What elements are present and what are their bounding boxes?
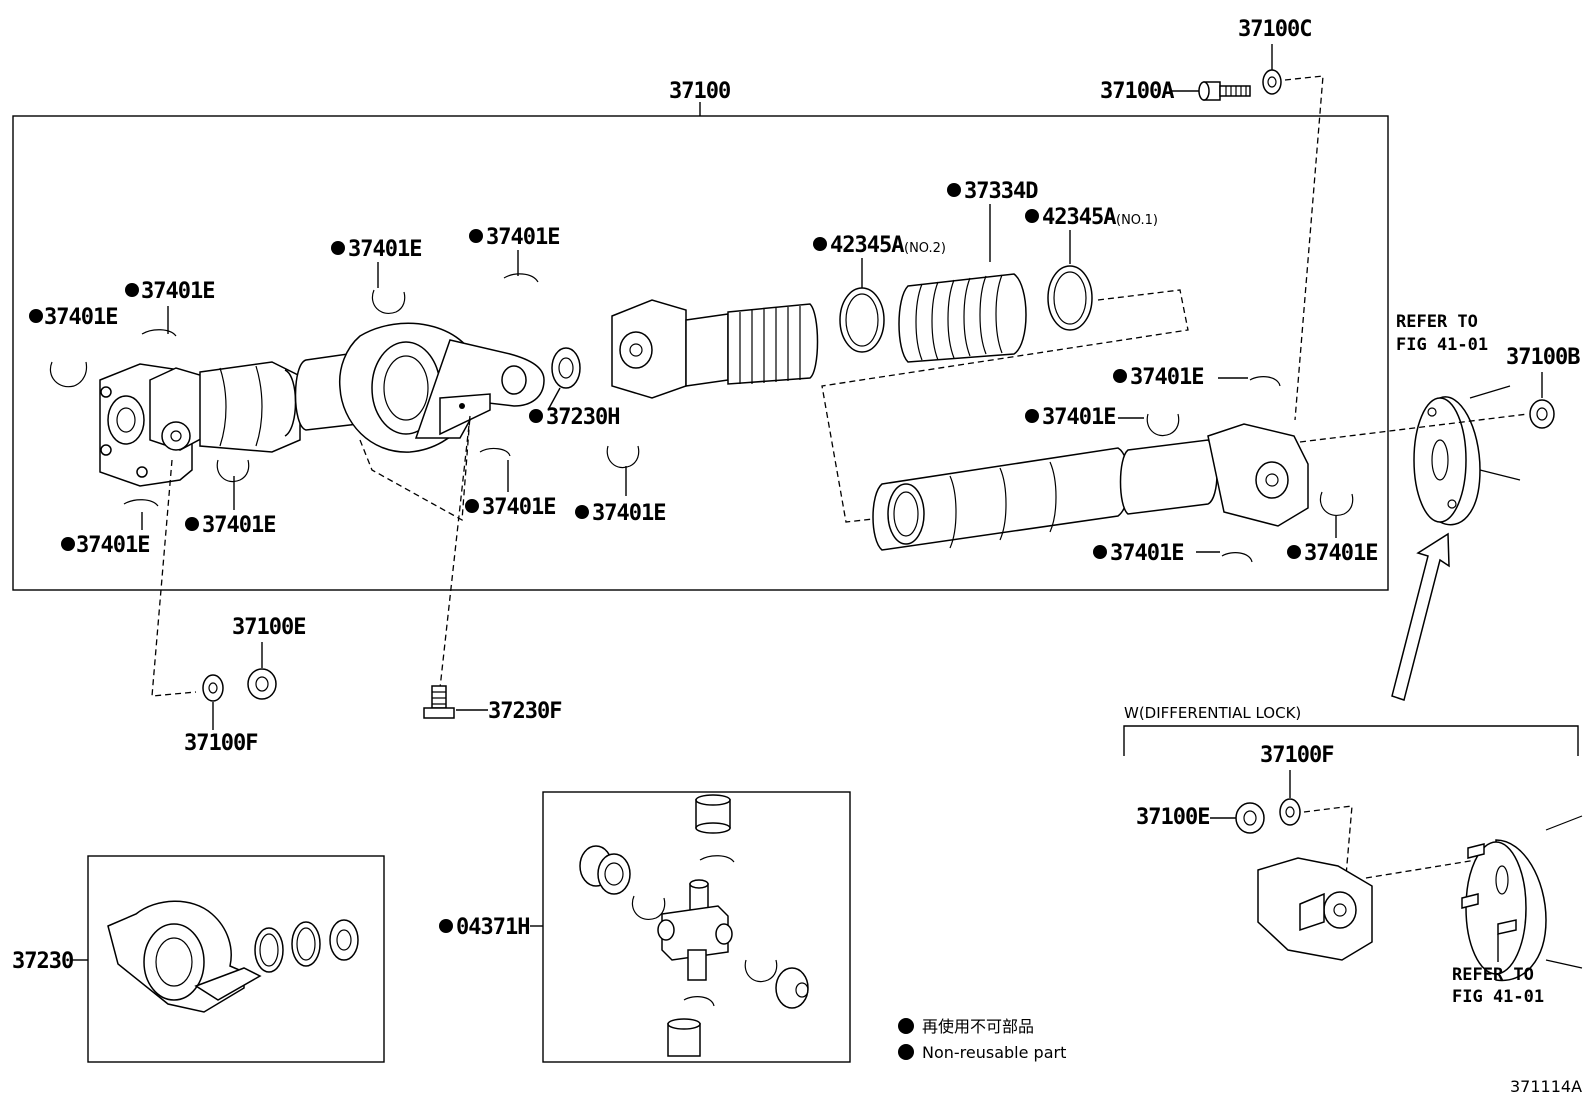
bearing-cup-top [695,794,731,834]
callout-37401E-e[interactable]: 37401E [76,533,150,558]
rear-shaft-tube [872,423,1309,551]
differential-flange [1413,385,1521,526]
boot-clamp-no2 [839,287,885,353]
rear-yoke-diff [1257,857,1373,961]
refer-fig-bottom-line2: FIG 41-01 [1452,987,1544,1007]
dust-boot [898,273,1027,363]
bearing-cup-right [775,967,809,1009]
callout-04371H[interactable]: 04371H [456,915,530,940]
refer-fig-top-line1: REFER TO [1396,312,1478,332]
arrow-to-differential [1391,532,1450,701]
callout-37334D[interactable]: 37334D [964,179,1039,204]
callout-37230H[interactable]: 37230H [546,405,620,430]
washer-37100F-diff [1279,798,1301,826]
center-bearing-shaft [294,322,545,453]
bearing-ring-2 [291,921,321,967]
bolt-37230F [423,685,455,719]
callout-37401E-k[interactable]: 37401E [1110,541,1184,566]
nut-37100E [247,668,277,700]
callout-37401E-j[interactable]: 37401E [1042,405,1116,430]
bearing-cushion [329,919,359,961]
callout-37401E-g[interactable]: 37401E [482,495,556,520]
callout-42345A-no2[interactable]: 42345A [830,233,905,258]
callout-37100B[interactable]: 37100B [1506,345,1581,370]
legend-jp: 再使用不可部品 [922,1017,1034,1036]
callout-37401E-f[interactable]: 37401E [202,513,276,538]
front-flange-yoke [99,361,301,487]
callout-37100E[interactable]: 37100E [232,615,306,640]
callout-37401E-h[interactable]: 37401E [592,501,666,526]
callout-37401E-c[interactable]: 37401E [348,237,422,262]
callout-42345A-no1-sub: (NO.1) [1116,213,1158,228]
bearing-ring-1 [254,927,284,973]
center-support-bearing [107,900,262,1013]
slip-yoke-spline [611,299,819,399]
refer-fig-bottom-line1: REFER TO [1452,965,1534,985]
callout-42345A-no1[interactable]: 42345A [1042,205,1117,230]
callout-37401E-i[interactable]: 37401E [1130,365,1204,390]
callout-37401E-b[interactable]: 37401E [141,279,215,304]
bearing-cup-left [579,845,631,895]
spider-snap-rings [631,855,778,1007]
callout-37100F[interactable]: 37100F [184,731,258,756]
figure-id: 371114A [1510,1077,1582,1096]
assembly-part-number: 37100 [669,79,730,104]
callout-37230F[interactable]: 37230F [488,699,562,724]
refer-fig-top-line2: FIG 41-01 [1396,335,1488,355]
callout-37100F-diff[interactable]: 37100F [1260,743,1334,768]
washer-37100C [1262,69,1282,95]
diff-flange-lock [1461,815,1583,982]
bolt-37100A [1198,81,1251,101]
bearing-kit-box [87,855,385,1063]
nut-37100B [1529,399,1555,429]
callout-37100A[interactable]: 37100A [1100,79,1175,104]
bearing-cup-bottom [667,1018,701,1057]
spider-kit-box [542,791,851,1063]
callout-37100C[interactable]: 37100C [1238,17,1312,42]
callout-37100E-diff[interactable]: 37100E [1136,805,1210,830]
callout-37401E-a[interactable]: 37401E [44,305,118,330]
universal-joint-spider [657,879,733,981]
boot-clamp-no1 [1047,265,1093,331]
callout-37230[interactable]: 37230 [12,949,74,974]
snap-ring-group [49,273,1354,563]
washer-37100F [202,674,224,702]
cushion-37230H [551,347,581,389]
callout-42345A-no2-sub: (NO.2) [904,241,946,256]
legend-en: Non-reusable part [922,1043,1066,1062]
callout-37401E-d[interactable]: 37401E [486,225,560,250]
callout-37401E-l[interactable]: 37401E [1304,541,1378,566]
diff-lock-label: W(DIFFERENTIAL LOCK) [1124,704,1301,722]
nut-37100E-diff [1235,802,1265,834]
